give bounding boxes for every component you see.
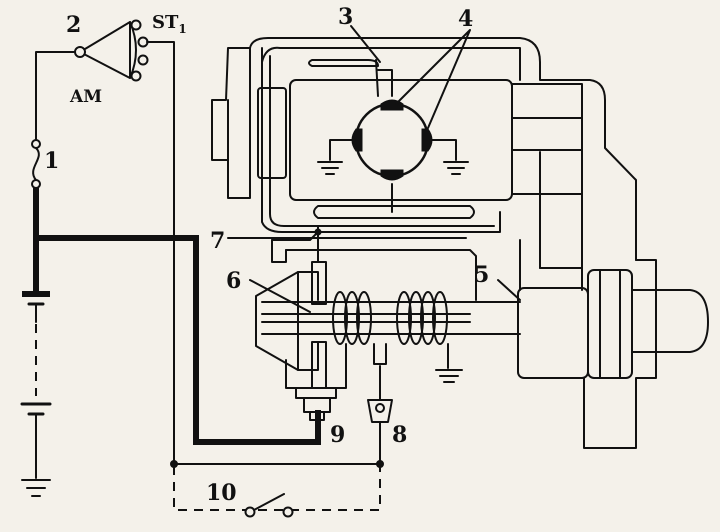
label-1: 1 <box>44 148 59 174</box>
coil-tap <box>373 343 387 365</box>
label-st: ST1 <box>152 12 187 36</box>
field-coil-bottom <box>313 205 475 219</box>
solenoid-cap <box>255 271 299 371</box>
armature <box>329 69 457 213</box>
switch-contact-1 <box>130 19 142 31</box>
ground-left-brush-icon <box>317 161 343 175</box>
terminal-8 <box>367 365 393 465</box>
ground-solenoid-icon <box>435 369 463 383</box>
motor-housing <box>211 37 637 261</box>
leader-4 <box>395 29 471 129</box>
shaft-end <box>631 289 709 353</box>
label-5: 5 <box>474 262 489 288</box>
ground-right-brush-icon <box>443 161 469 175</box>
switch-pivot-terminal <box>74 46 86 58</box>
leader-6 <box>249 279 311 313</box>
pull-in-coil <box>332 291 372 345</box>
relay-switch <box>173 466 381 518</box>
label-am: AM <box>69 87 102 107</box>
leader-3 <box>350 25 381 63</box>
label-4: 4 <box>458 6 473 32</box>
label-8: 8 <box>392 422 407 448</box>
drive-pinion <box>517 151 709 449</box>
label-6: 6 <box>226 268 241 294</box>
label-10: 10 <box>206 480 237 506</box>
pinion-gear <box>587 269 633 379</box>
switch-lever <box>79 21 131 79</box>
commutator-end <box>257 87 287 179</box>
terminal-9 <box>285 343 347 421</box>
label-7: 7 <box>210 228 225 254</box>
label-3: 3 <box>338 4 353 30</box>
solenoid <box>255 225 521 389</box>
label-9: 9 <box>330 422 345 448</box>
hold-in-coil <box>396 291 448 345</box>
battery <box>20 238 52 479</box>
wire-switch-fuse <box>35 51 76 141</box>
field-coil-top <box>308 59 379 67</box>
wire-st1-control <box>146 41 175 465</box>
label-st-sub: 1 <box>178 22 186 36</box>
ignition-switch <box>74 19 149 82</box>
brush-left <box>351 128 363 152</box>
overrunning-clutch <box>517 287 589 379</box>
switch-contact-4 <box>130 70 142 82</box>
label-st-main: ST <box>152 12 179 33</box>
drive-end-shield <box>511 83 583 195</box>
plunger-rod <box>261 301 521 335</box>
label-2: 2 <box>66 12 81 38</box>
switch-contact-3 <box>137 54 149 66</box>
fuse <box>31 139 41 189</box>
brush-bottom <box>380 169 404 181</box>
leader-5 <box>497 279 521 301</box>
brush-right <box>421 128 433 152</box>
ground-battery-icon <box>21 479 51 497</box>
main-battery-cable <box>36 235 321 445</box>
